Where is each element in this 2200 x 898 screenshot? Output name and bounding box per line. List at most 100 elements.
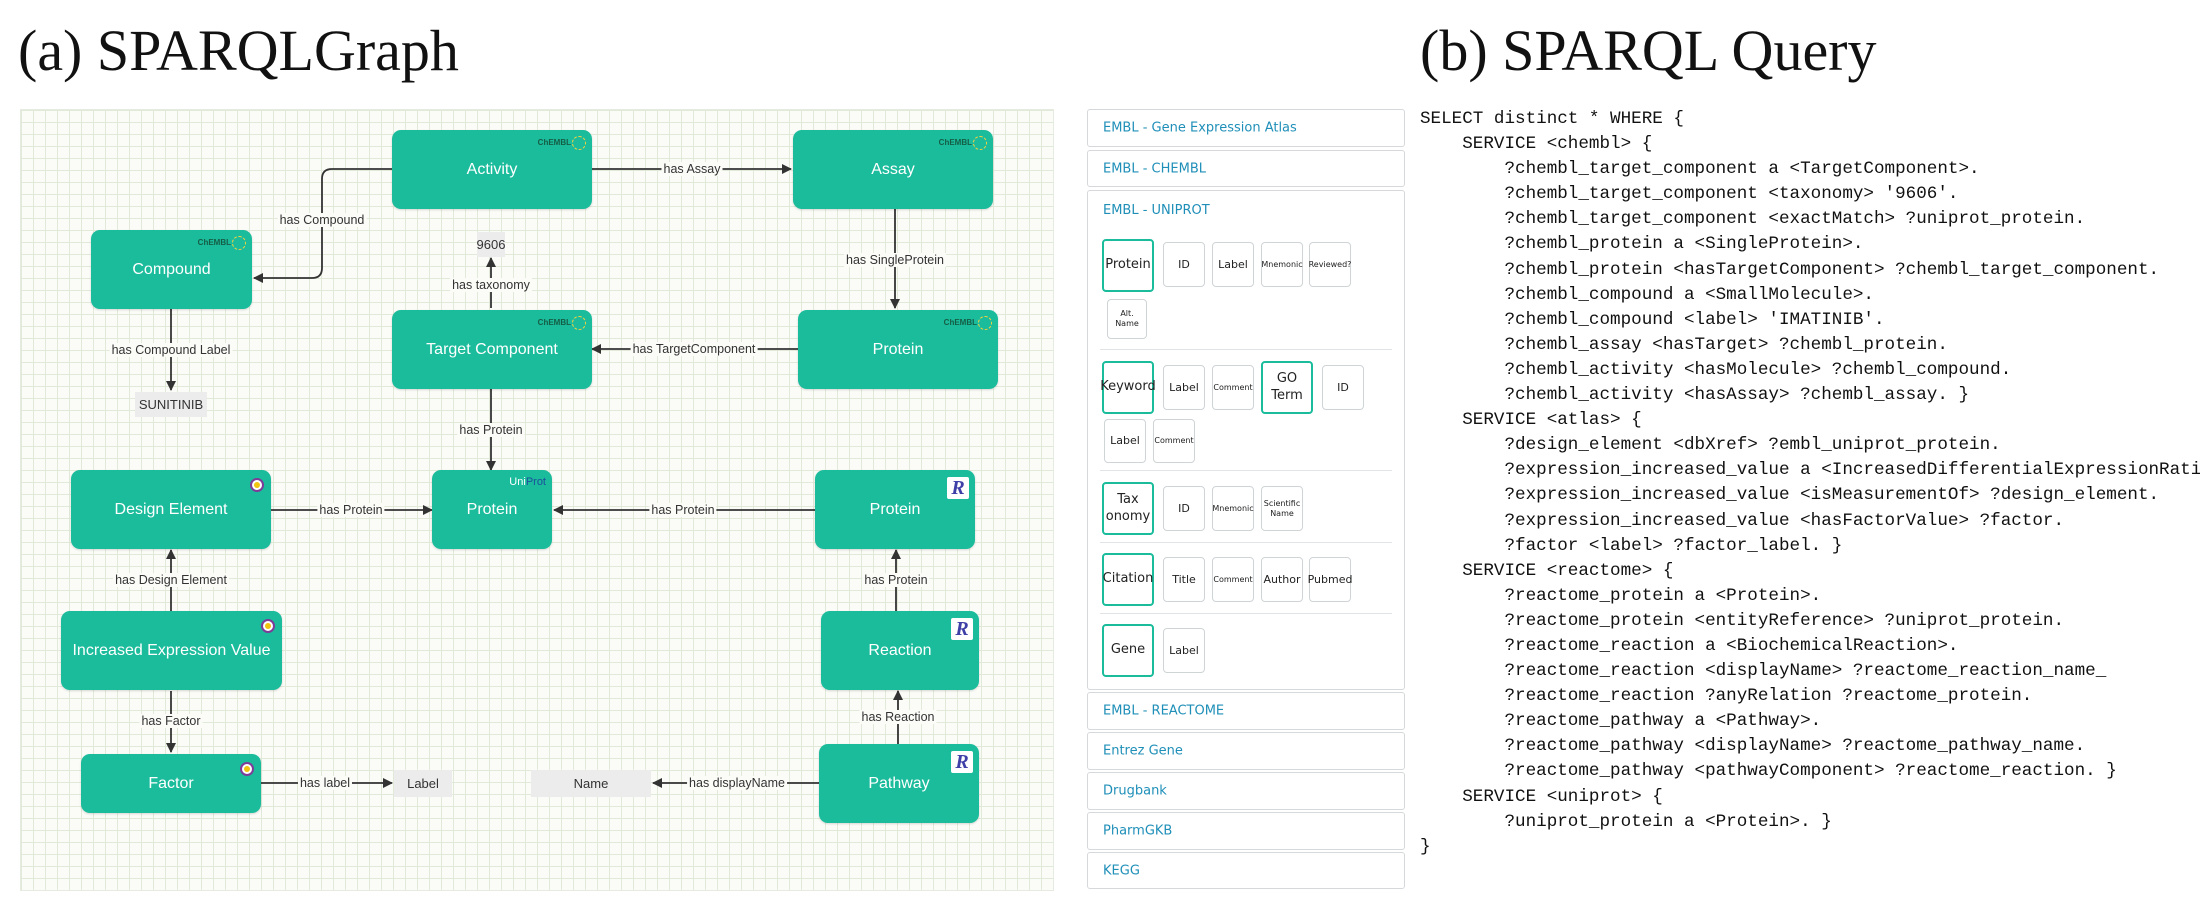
query-line: } [1420, 836, 1431, 857]
panel-a-title: (a) SPARQLGraph [18, 18, 459, 83]
query-line: ?chembl_activity <hasAssay> ?chembl_assa… [1420, 385, 1970, 406]
source-gene-expression-atlas[interactable]: EMBL - Gene Expression Atlas [1087, 109, 1405, 147]
source-chembl[interactable]: EMBL - CHEMBL [1087, 150, 1405, 187]
source-reactome[interactable]: EMBL - REACTOME [1087, 692, 1405, 730]
query-line: ?chembl_compound <label> 'IMATINIB'. [1420, 309, 1885, 330]
node-label: Activity [466, 160, 518, 178]
node-design-element[interactable]: Design Element [71, 470, 271, 549]
chip-keyword[interactable]: Keyword [1100, 361, 1156, 414]
atlas-logo-icon [240, 762, 254, 776]
query-line: ?reactome_protein <entityReference> ?uni… [1420, 610, 2065, 631]
edge-label-has-compound-label: has Compound Label [109, 343, 233, 357]
query-line: SERVICE <atlas> { [1420, 410, 1642, 431]
source-entrez-gene[interactable]: Entrez Gene [1087, 732, 1405, 770]
query-line: ?chembl_protein a <SingleProtein>. [1420, 234, 1864, 255]
node-protein-uniprot[interactable]: Protein UniProt [432, 470, 552, 549]
chip-citation-comment[interactable]: Comment [1212, 557, 1254, 602]
atlas-logo-icon [261, 619, 275, 633]
chip-gene[interactable]: Gene [1102, 624, 1154, 677]
edge-label-has-displayname: has displayName [687, 776, 787, 790]
node-activity[interactable]: Activity ChEMBL [392, 130, 592, 209]
query-line: ?reactome_pathway a <Pathway>. [1420, 711, 1822, 732]
edge-label-has-singleprotein: has SingleProtein [844, 253, 946, 267]
group-divider [1100, 542, 1392, 543]
query-line: ?chembl_assay <hasTarget> ?chembl_protei… [1420, 334, 1948, 355]
chip-protein[interactable]: Protein [1102, 239, 1154, 292]
chip-taxonomy[interactable]: Tax onomy [1102, 482, 1154, 535]
group-divider [1100, 613, 1392, 614]
query-line: ?factor <label> ?factor_label. } [1420, 535, 1843, 556]
node-factor[interactable]: Factor [81, 754, 261, 813]
group-divider [1100, 470, 1392, 471]
query-line: ?expression_increased_value a <Increased… [1420, 460, 2200, 481]
value-sunitinib[interactable]: SUNITINIB [135, 392, 207, 417]
panel-b-title: (b) SPARQL Query [1420, 18, 1877, 83]
edge-label-has-assay: has Assay [661, 162, 723, 176]
node-label: Compound [132, 260, 211, 278]
chip-keyword-comment[interactable]: Comment [1212, 365, 1254, 410]
source-label[interactable]: EMBL - UNIPROT [1103, 203, 1210, 218]
chip-go-term-label[interactable]: Label [1104, 419, 1146, 463]
sparql-query-text: SELECT distinct * WHERE { SERVICE <chemb… [1420, 107, 2200, 860]
chip-go-term-id[interactable]: ID [1322, 365, 1364, 410]
chip-citation-author[interactable]: Author [1261, 557, 1303, 602]
node-label: Protein [869, 500, 921, 518]
uniprot-logo-part: Prot [525, 476, 546, 488]
node-assay[interactable]: Assay ChEMBL [793, 130, 993, 209]
value-taxon-9606[interactable]: 9606 [477, 232, 505, 257]
chip-keyword-label[interactable]: Label [1163, 365, 1205, 410]
node-protein-chembl[interactable]: Protein ChEMBL [798, 310, 998, 389]
edge-label-has-protein-reaction: has Protein [862, 573, 930, 587]
chip-taxonomy-mnemonic[interactable]: Mnemonic [1212, 486, 1254, 531]
chip-protein-alt-name[interactable]: Alt. Name [1107, 299, 1147, 339]
node-compound[interactable]: Compound ChEMBL [91, 230, 252, 309]
node-label: Increased Expression Value [72, 641, 271, 659]
query-line: ?expression_increased_value <isMeasureme… [1420, 485, 2160, 506]
chip-gene-label[interactable]: Label [1163, 628, 1205, 673]
query-line: ?chembl_target_component <taxonomy> '960… [1420, 184, 1959, 205]
query-line: ?expression_increased_value <hasFactorVa… [1420, 510, 2065, 531]
query-line: ?chembl_activity <hasMolecule> ?chembl_c… [1420, 359, 2012, 380]
reactome-logo-icon: R [947, 477, 969, 499]
node-label: Target Component [426, 340, 558, 358]
source-pharmgkb[interactable]: PharmGKB [1087, 812, 1405, 850]
chembl-logo-icon: ChEMBL [944, 316, 992, 330]
graph-canvas[interactable]: has Assay has Compound has taxonomy has … [20, 109, 1054, 891]
node-label: Factor [148, 774, 194, 792]
query-line: ?reactome_reaction <displayName> ?reacto… [1420, 661, 2107, 682]
chip-taxonomy-scientific-name[interactable]: Scientific Name [1261, 486, 1303, 531]
chip-protein-label[interactable]: Label [1212, 242, 1254, 287]
source-drugbank[interactable]: Drugbank [1087, 772, 1405, 810]
node-protein-reactome[interactable]: Protein R [815, 470, 975, 549]
node-label: Design Element [114, 500, 228, 518]
node-increased-expression-value[interactable]: Increased Expression Value [61, 611, 282, 690]
source-label: PharmGKB [1103, 823, 1173, 839]
source-label: EMBL - CHEMBL [1103, 161, 1206, 176]
query-line: ?chembl_compound a <SmallMolecule>. [1420, 284, 1874, 305]
value-label[interactable]: Label [394, 770, 452, 797]
chip-protein-reviewed[interactable]: Reviewed? [1309, 242, 1351, 287]
chembl-logo-icon: ChEMBL [538, 316, 586, 330]
uniprot-logo-part: Uni [509, 476, 526, 488]
chip-protein-id[interactable]: ID [1163, 242, 1205, 287]
uniprot-logo-icon: UniProt [509, 476, 546, 488]
query-line: ?chembl_target_component <exactMatch> ?u… [1420, 209, 2086, 230]
query-line: ?design_element <dbXref> ?embl_uniprot_p… [1420, 435, 2001, 456]
chip-citation[interactable]: Citation [1102, 553, 1154, 606]
node-pathway[interactable]: Pathway R [819, 744, 979, 823]
chip-go-term-comment[interactable]: Comment [1153, 419, 1195, 463]
node-label: Protein [466, 500, 518, 518]
node-target-component[interactable]: Target Component ChEMBL [392, 310, 592, 389]
chip-protein-mnemonic[interactable]: Mnemonic [1261, 242, 1303, 287]
source-kegg[interactable]: KEGG [1087, 852, 1405, 889]
query-line: SERVICE <reactome> { [1420, 560, 1674, 581]
source-label: EMBL - Gene Expression Atlas [1103, 120, 1297, 136]
source-label: KEGG [1103, 863, 1140, 878]
node-reaction[interactable]: Reaction R [821, 611, 979, 690]
chip-citation-title[interactable]: Title [1163, 557, 1205, 602]
chip-citation-pubmed[interactable]: Pubmed [1308, 557, 1352, 602]
group-divider [1100, 349, 1392, 350]
chip-go-term[interactable]: GO Term [1261, 361, 1313, 414]
chip-taxonomy-id[interactable]: ID [1163, 486, 1205, 531]
value-name[interactable]: Name [531, 770, 651, 797]
